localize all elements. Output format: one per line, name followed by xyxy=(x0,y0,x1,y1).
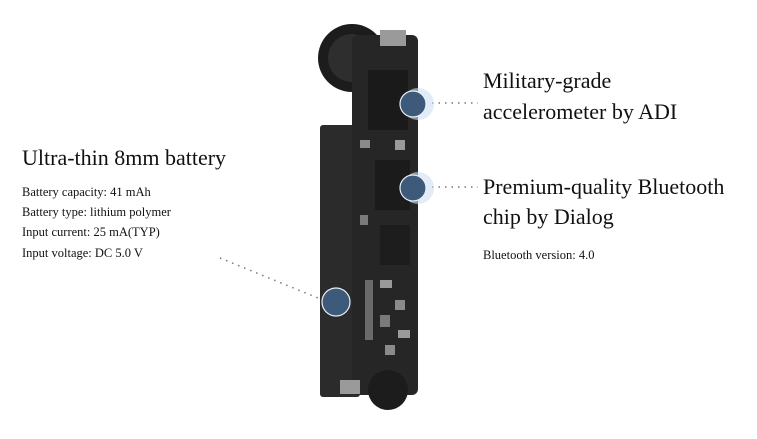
leader-battery xyxy=(219,257,319,299)
battery-title: Ultra-thin 8mm battery xyxy=(22,145,227,170)
battery-spec: Input current: 25 mA(TYP) xyxy=(22,225,160,239)
accelerometer-title-2: accelerometer by ADI xyxy=(483,99,678,124)
bluetooth-title-2: chip by Dialog xyxy=(483,204,614,229)
battery-spec: Battery type: lithium polymer xyxy=(22,205,171,219)
marker-battery xyxy=(321,287,351,317)
accelerometer-title-1: Military-grade xyxy=(483,68,612,93)
battery-spec: Battery capacity: 41 mAh xyxy=(22,185,151,199)
battery-spec: Input voltage: DC 5.0 V xyxy=(22,246,143,260)
bluetooth-version: Bluetooth version: 4.0 xyxy=(483,248,595,262)
marker-bluetooth xyxy=(399,172,434,204)
bottom-connector xyxy=(368,370,408,410)
battery-block xyxy=(320,125,360,397)
bluetooth-title-1: Premium-quality Bluetooth xyxy=(483,174,725,199)
marker-accelerometer xyxy=(399,88,434,120)
